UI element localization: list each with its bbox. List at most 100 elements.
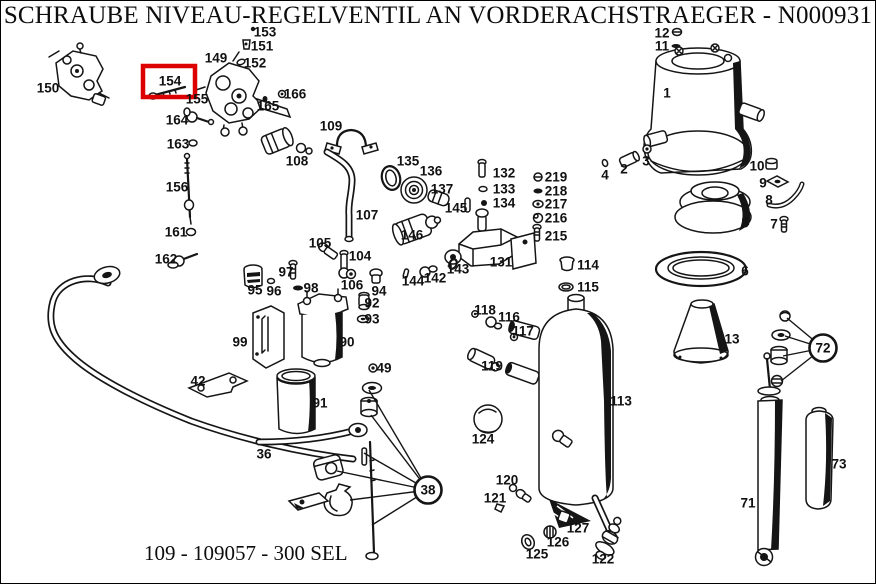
part-label-119[interactable]: 119 — [481, 359, 503, 374]
part-label-95[interactable]: 95 — [247, 283, 263, 298]
part-92-drawing — [358, 291, 370, 311]
part-label-49[interactable]: 49 — [376, 361, 391, 376]
part-label-72[interactable]: 72 — [815, 341, 830, 356]
part-label-146[interactable]: 146 — [401, 228, 424, 243]
part-label-133[interactable]: 133 — [493, 182, 516, 197]
part-label-142[interactable]: 142 — [424, 271, 447, 286]
part-label-165[interactable]: 165 — [257, 99, 280, 114]
part-134-drawing — [481, 200, 487, 206]
part-label-115[interactable]: 115 — [577, 280, 599, 295]
part-label-121[interactable]: 121 — [484, 491, 507, 506]
part-label-132[interactable]: 132 — [493, 166, 516, 181]
part-label-114[interactable]: 114 — [577, 258, 599, 273]
part-label-98[interactable]: 98 — [303, 281, 319, 296]
part-label-156[interactable]: 156 — [166, 180, 189, 195]
part-151-drawing — [242, 39, 251, 50]
part-label-1[interactable]: 1 — [663, 86, 671, 101]
part-label-4[interactable]: 4 — [601, 168, 609, 183]
part-label-127[interactable]: 127 — [567, 521, 590, 536]
part-label-164[interactable]: 164 — [166, 113, 189, 128]
part-label-13[interactable]: 13 — [724, 332, 740, 347]
part-label-97[interactable]: 97 — [278, 265, 293, 280]
part-label-71[interactable]: 71 — [740, 496, 756, 511]
part-71-drawing — [754, 352, 783, 567]
part-label-219[interactable]: 219 — [545, 170, 568, 185]
part-label-163[interactable]: 163 — [167, 137, 190, 152]
part-label-93[interactable]: 93 — [364, 312, 380, 327]
part-97-drawing — [288, 259, 298, 280]
part-label-12[interactable]: 12 — [654, 26, 669, 41]
part-118-drawing — [471, 310, 479, 318]
part-label-118[interactable]: 118 — [474, 303, 496, 318]
part-label-216[interactable]: 216 — [545, 211, 568, 226]
part-label-9[interactable]: 9 — [759, 176, 767, 191]
part-label-117[interactable]: 117 — [512, 324, 534, 339]
part-label-155[interactable]: 155 — [186, 92, 209, 107]
part-131-drawing — [444, 208, 537, 270]
part-labels: 1234567891011121336384249717273909192939… — [37, 25, 847, 567]
part-6-drawing — [654, 250, 748, 288]
part-label-6[interactable]: 6 — [741, 264, 749, 279]
part-label-108[interactable]: 108 — [286, 154, 309, 169]
part-label-5[interactable]: 5 — [741, 216, 749, 231]
part-label-2[interactable]: 2 — [620, 162, 628, 177]
part-98-drawing — [293, 285, 303, 291]
part-label-36[interactable]: 36 — [256, 447, 272, 462]
part-label-131[interactable]: 131 — [490, 255, 513, 270]
part-label-134[interactable]: 134 — [493, 196, 516, 211]
part-38-circle[interactable] — [413, 475, 443, 505]
part-label-217[interactable]: 217 — [545, 197, 568, 212]
part-label-107[interactable]: 107 — [356, 208, 379, 223]
part-38-bracket-drawing — [287, 492, 330, 511]
part-label-120[interactable]: 120 — [496, 473, 519, 488]
part-label-94[interactable]: 94 — [371, 284, 387, 299]
part-label-109[interactable]: 109 — [320, 119, 343, 134]
part-49-drawing — [368, 363, 378, 373]
part-label-218[interactable]: 218 — [545, 184, 568, 199]
part-label-125[interactable]: 125 — [526, 547, 549, 562]
part-label-150[interactable]: 150 — [37, 81, 60, 96]
part-149-drawing — [195, 51, 292, 137]
part-label-11[interactable]: 11 — [655, 39, 670, 54]
part-72-circle[interactable] — [808, 333, 838, 363]
part-label-143[interactable]: 143 — [447, 262, 470, 277]
part-label-145[interactable]: 145 — [445, 201, 468, 216]
part-label-10[interactable]: 10 — [749, 159, 764, 174]
part-label-151[interactable]: 151 — [251, 39, 274, 54]
part-label-105[interactable]: 105 — [309, 236, 332, 251]
part-label-161[interactable]: 161 — [165, 225, 188, 240]
part-121-drawing — [494, 503, 506, 514]
part-label-137[interactable]: 137 — [431, 182, 454, 197]
part-label-126[interactable]: 126 — [547, 535, 570, 550]
part-115-drawing — [558, 282, 574, 292]
part-label-7[interactable]: 7 — [770, 217, 778, 232]
part-label-116[interactable]: 116 — [498, 310, 520, 325]
part-label-144[interactable]: 144 — [402, 274, 425, 289]
part-label-113[interactable]: 113 — [610, 394, 632, 409]
part-label-91[interactable]: 91 — [312, 396, 328, 411]
part-label-90[interactable]: 90 — [339, 335, 354, 350]
part-label-104[interactable]: 104 — [349, 249, 372, 264]
part-label-136[interactable]: 136 — [420, 164, 443, 179]
part-label-149[interactable]: 149 — [205, 51, 228, 66]
part-label-153[interactable]: 153 — [254, 25, 277, 40]
part-label-135[interactable]: 135 — [397, 154, 420, 169]
part-label-162[interactable]: 162 — [155, 252, 178, 267]
part-label-166[interactable]: 166 — [284, 87, 307, 102]
part-126-drawing — [543, 525, 557, 539]
part-label-215[interactable]: 215 — [545, 229, 568, 244]
part-label-106[interactable]: 106 — [341, 278, 364, 293]
part-label-3[interactable]: 3 — [642, 154, 650, 169]
part-label-122[interactable]: 122 — [592, 552, 615, 567]
part-label-38[interactable]: 38 — [420, 483, 436, 498]
part-label-124[interactable]: 124 — [472, 432, 495, 447]
part-label-73[interactable]: 73 — [831, 457, 847, 472]
part-label-92[interactable]: 92 — [364, 296, 379, 311]
part-label-42[interactable]: 42 — [190, 374, 205, 389]
part-label-154[interactable]: 154 — [159, 74, 182, 89]
part-label-99[interactable]: 99 — [232, 335, 247, 350]
part-label-152[interactable]: 152 — [244, 56, 267, 71]
part-label-8[interactable]: 8 — [765, 193, 773, 208]
part-label-96[interactable]: 96 — [266, 284, 282, 299]
part-12-drawing — [671, 27, 683, 37]
